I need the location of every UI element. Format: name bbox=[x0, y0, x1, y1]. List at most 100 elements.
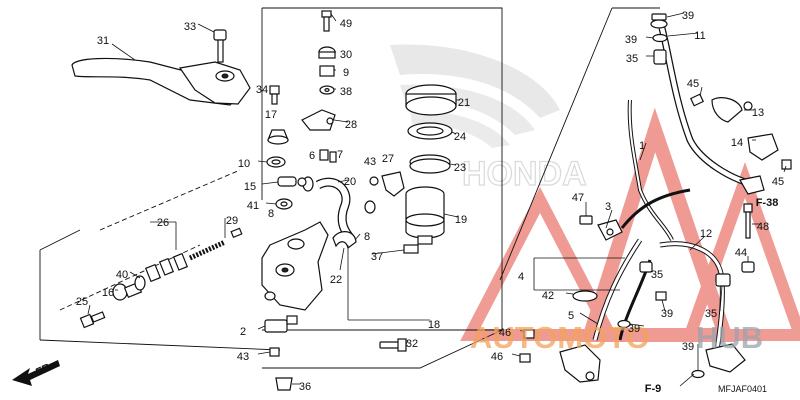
callout-c39e: 39 bbox=[682, 341, 694, 353]
callout-c20: 20 bbox=[344, 176, 356, 188]
clip-42 bbox=[572, 290, 598, 302]
clamp-14 bbox=[747, 133, 779, 161]
washer-41 bbox=[275, 198, 293, 210]
callout-c12: 12 bbox=[700, 228, 712, 240]
joint-3 bbox=[597, 219, 623, 241]
callout-c10: 10 bbox=[238, 158, 250, 170]
callout-c43a: 43 bbox=[364, 156, 376, 168]
callout-c6: 6 bbox=[309, 150, 315, 162]
reference-f9: F-9 bbox=[645, 383, 662, 395]
bolt-39-c bbox=[655, 291, 667, 301]
bolt-6-7 bbox=[319, 149, 337, 163]
callout-c9: 9 bbox=[343, 67, 349, 79]
callout-c11: 11 bbox=[694, 30, 705, 42]
callout-c27: 27 bbox=[382, 153, 394, 165]
callout-c30: 30 bbox=[340, 49, 352, 61]
watermark-automoto-text: AUTOMOTO bbox=[470, 320, 650, 355]
reservoir-bolt-stack bbox=[318, 10, 336, 95]
screw-43 bbox=[269, 347, 280, 357]
callout-c45a: 45 bbox=[687, 78, 699, 90]
callout-c23: 23 bbox=[454, 162, 466, 174]
callout-c5: 5 bbox=[568, 310, 574, 322]
callout-c13: 13 bbox=[752, 107, 764, 119]
callout-c19: 19 bbox=[455, 214, 467, 226]
callout-c35c: 35 bbox=[705, 308, 717, 320]
bolt-45-a bbox=[689, 93, 705, 107]
callout-c46a: 46 bbox=[499, 327, 511, 339]
callout-c3: 3 bbox=[605, 201, 611, 213]
callout-c16: 16 bbox=[102, 287, 114, 299]
connector-28 bbox=[301, 109, 336, 131]
callout-c22: 22 bbox=[330, 274, 342, 286]
callout-c2: 2 bbox=[240, 326, 246, 338]
callout-c35b: 35 bbox=[651, 269, 663, 281]
hose-crossover bbox=[620, 188, 691, 229]
joint-35-right bbox=[715, 273, 731, 287]
callout-c44: 44 bbox=[735, 247, 747, 259]
callout-c1: 1 bbox=[639, 140, 645, 152]
callout-c36: 36 bbox=[299, 381, 311, 393]
bolt-48 bbox=[743, 203, 753, 239]
callout-c45b: 45 bbox=[772, 176, 784, 188]
cap-36 bbox=[275, 377, 293, 391]
brake-lever bbox=[71, 57, 251, 106]
boot-17 bbox=[267, 129, 289, 145]
callout-c17: 17 bbox=[265, 109, 277, 121]
pin-29 bbox=[230, 227, 243, 239]
callout-c39c: 39 bbox=[661, 308, 673, 320]
reference-f38: F-38 bbox=[756, 197, 779, 209]
leader-lines-right bbox=[511, 12, 787, 387]
callout-c15: 15 bbox=[244, 181, 256, 193]
callout-c24: 24 bbox=[454, 131, 466, 143]
front-direction-arrow: FR. bbox=[12, 360, 60, 386]
reservoir-bolt-37 bbox=[403, 244, 419, 254]
bolt-34 bbox=[269, 85, 280, 105]
bracket-near-f38 bbox=[739, 175, 765, 195]
brake-hose-upper bbox=[658, 27, 761, 190]
bracket-22 bbox=[332, 231, 357, 250]
automotohub-watermark: AUTOMOTO HUB bbox=[470, 320, 763, 355]
reference-labels: F-38F-9 bbox=[645, 197, 779, 395]
callout-c7: 7 bbox=[337, 149, 343, 161]
callout-c29: 29 bbox=[226, 215, 238, 227]
piston-assembly bbox=[144, 239, 227, 283]
brake-hose-1 bbox=[627, 99, 674, 241]
callout-c18: 18 bbox=[428, 319, 440, 331]
nut-25 bbox=[79, 311, 106, 329]
joint-35-top bbox=[653, 49, 667, 65]
callout-c8a: 8 bbox=[268, 208, 274, 220]
reservoir-bracket bbox=[369, 171, 405, 197]
reservoir-body bbox=[405, 186, 445, 245]
boot-40 bbox=[134, 275, 146, 291]
callout-c28: 28 bbox=[345, 119, 357, 131]
callout-c32: 32 bbox=[406, 338, 418, 350]
leader-lines-left bbox=[87, 13, 460, 385]
callout-c25: 25 bbox=[76, 296, 88, 308]
callout-c34: 34 bbox=[256, 84, 268, 96]
caliper-fitting-left bbox=[559, 344, 601, 383]
bolt-32 bbox=[379, 338, 407, 352]
callout-c37: 37 bbox=[371, 251, 383, 263]
callout-c21: 21 bbox=[458, 97, 470, 109]
callout-c41: 41 bbox=[247, 200, 259, 212]
callout-c39a: 39 bbox=[682, 10, 694, 22]
callout-c39b: 39 bbox=[625, 34, 637, 46]
joint-15 bbox=[277, 176, 307, 187]
watermark-hub-text: HUB bbox=[696, 320, 763, 355]
callout-c40: 40 bbox=[116, 269, 128, 281]
reservoir-cap bbox=[405, 84, 457, 116]
nut-44 bbox=[741, 261, 755, 273]
banjo-bolt-39-top bbox=[650, 13, 668, 29]
ring-10 bbox=[266, 156, 286, 168]
callout-c35a: 35 bbox=[626, 53, 638, 65]
callout-c46b: 46 bbox=[491, 351, 503, 363]
callout-c49: 49 bbox=[340, 18, 352, 30]
callout-c48: 48 bbox=[757, 221, 769, 233]
joint-35-mid bbox=[639, 261, 653, 273]
callout-c42: 42 bbox=[542, 290, 554, 302]
callout-c4: 4 bbox=[518, 271, 524, 283]
honda-brand-text: HONDA bbox=[462, 155, 587, 193]
washer-39-b bbox=[652, 33, 668, 43]
callout-c31: 31 bbox=[97, 35, 109, 47]
master-cylinder-body bbox=[261, 221, 329, 311]
